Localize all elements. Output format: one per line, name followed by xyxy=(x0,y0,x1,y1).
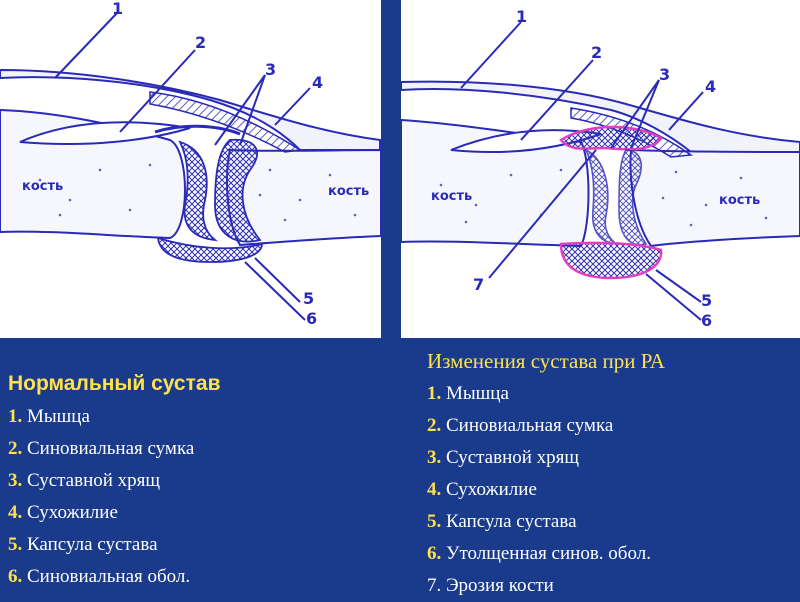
label-2: 2 xyxy=(591,43,602,62)
normal-joint-title: Нормальный сустав xyxy=(8,372,221,395)
cartilage-left-shape xyxy=(178,140,218,242)
legend-item: 6. Утолщенная синов. обол. xyxy=(427,543,651,564)
legend-item: 4. Сухожилие xyxy=(427,479,537,500)
label-4: 4 xyxy=(705,77,716,96)
cartilage-right-shape xyxy=(618,149,648,246)
label-3: 3 xyxy=(265,60,276,79)
bone-left-label: кость xyxy=(22,179,63,194)
legend-item: 6. Синовиальная обол. xyxy=(8,566,191,587)
ra-joint-title: Изменения сустава при РА xyxy=(427,349,665,373)
legend-item: 3. Суставной хрящ xyxy=(8,470,161,491)
label-1: 1 xyxy=(516,7,527,26)
normal-joint-diagram: 1 2 3 4 5 6 кость кость xyxy=(0,0,381,338)
label-6: 6 xyxy=(701,311,712,330)
thickened-synovium-bottom xyxy=(559,241,663,280)
label-3: 3 xyxy=(659,65,670,84)
label-7: 7 xyxy=(473,275,484,294)
muscle-shape xyxy=(401,80,800,153)
ra-joint-diagram: 1 2 3 4 5 6 7 кость кость xyxy=(401,0,800,338)
label-1: 1 xyxy=(112,0,123,18)
bone-right-label: кость xyxy=(328,184,369,199)
legend-item: 4. Сухожилие xyxy=(8,502,118,523)
label-5: 5 xyxy=(303,289,314,308)
normal-joint-legend: Нормальный сустав 1. Мышца 2. Синовиальн… xyxy=(8,367,388,593)
ra-joint-legend: Изменения сустава при РА 1. Мышца 2. Син… xyxy=(427,344,797,602)
legend-item: 5. Капсула сустава xyxy=(8,534,158,555)
bone-right-shape xyxy=(629,148,800,248)
bursa-shape xyxy=(19,121,191,146)
legend-item: 1. Мышца xyxy=(8,406,90,427)
label-4: 4 xyxy=(312,73,323,92)
legend-item: 5. Капсула сустава xyxy=(427,511,577,532)
legend-item: 7. Эрозия кости xyxy=(427,575,554,596)
legend-item: 1. Мышца xyxy=(427,383,509,404)
legend-item: 3. Суставной хрящ xyxy=(427,447,580,468)
thickened-synovium-top xyxy=(559,125,663,151)
legend-item: 2. Синовиальная сумка xyxy=(427,415,614,436)
label-5: 5 xyxy=(701,291,712,310)
bone-left-label: кость xyxy=(431,189,472,204)
label-2: 2 xyxy=(195,33,206,52)
ra-joint-drawing: 1 2 3 4 5 6 7 кость кость xyxy=(401,7,800,330)
label-6: 6 xyxy=(306,309,317,328)
cartilage-left-shape xyxy=(584,148,619,246)
muscle-shape xyxy=(0,68,381,151)
legend-item: 2. Синовиальная сумка xyxy=(8,438,195,459)
cartilage-right-shape xyxy=(214,138,262,243)
bone-right-label: кость xyxy=(719,193,760,208)
normal-joint-drawing: 1 2 3 4 5 6 кость кость xyxy=(0,0,381,328)
tendon-shape xyxy=(149,91,303,153)
capsule-shape xyxy=(156,236,263,263)
